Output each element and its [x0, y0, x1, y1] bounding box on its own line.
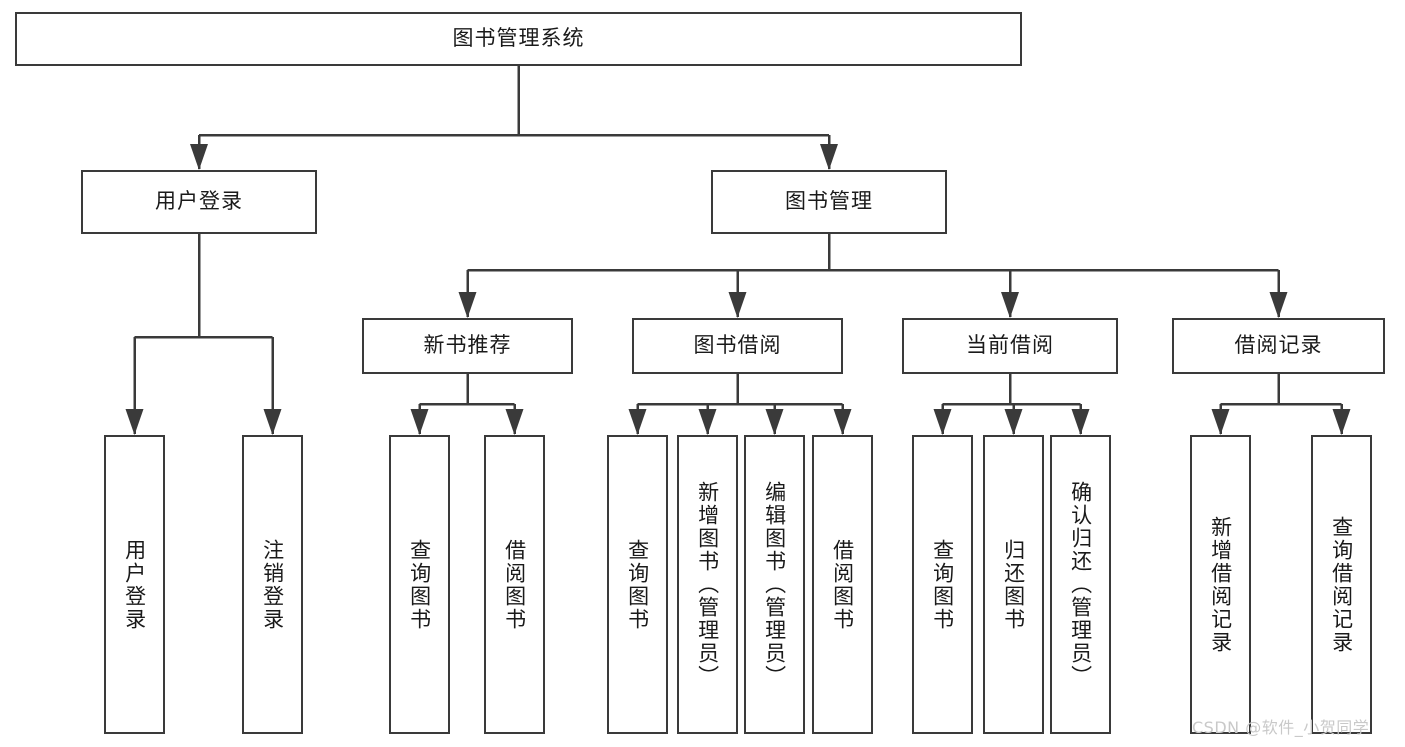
node-label: 用户登录	[122, 538, 147, 631]
node-label: 借阅图书	[830, 538, 855, 631]
node-label: 借阅图书	[502, 538, 527, 631]
node-label: 确认归还（管理员）	[1068, 481, 1093, 688]
node-leaf13[interactable]: 查询借阅记录	[1311, 435, 1372, 734]
node-borrow[interactable]: 图书借阅	[632, 318, 843, 374]
node-current[interactable]: 当前借阅	[902, 318, 1118, 374]
arrowhead-icon	[833, 409, 852, 435]
node-leaf4[interactable]: 借阅图书	[484, 435, 545, 734]
arrowhead-icon	[820, 144, 838, 170]
node-leaf6[interactable]: 新增图书（管理员）	[677, 435, 738, 734]
node-label: 查询图书	[625, 538, 650, 631]
node-label: 注销登录	[260, 538, 285, 631]
arrowhead-icon	[628, 409, 647, 435]
arrowhead-icon	[1269, 292, 1288, 318]
arrowhead-icon	[765, 409, 784, 435]
node-leaf7[interactable]: 编辑图书（管理员）	[744, 435, 805, 734]
arrowhead-icon	[1071, 409, 1090, 435]
arrowhead-icon	[698, 409, 717, 435]
node-label: 图书借阅	[693, 333, 782, 358]
node-label: 查询图书	[407, 538, 432, 631]
node-label: 新增借阅记录	[1208, 515, 1233, 654]
node-login[interactable]: 用户登录	[81, 170, 317, 234]
node-label: 图书管理系统	[452, 26, 585, 51]
node-label: 新增图书（管理员）	[695, 481, 720, 688]
node-newbook[interactable]: 新书推荐	[362, 318, 573, 374]
arrowhead-icon	[933, 409, 952, 435]
arrowhead-icon	[190, 144, 208, 170]
arrowhead-icon	[458, 292, 477, 318]
node-label: 编辑图书（管理员）	[762, 481, 787, 688]
node-label: 查询图书	[930, 538, 955, 631]
arrowhead-icon	[410, 409, 429, 435]
node-root[interactable]: 图书管理系统	[15, 12, 1022, 66]
node-label: 用户登录	[155, 189, 243, 214]
arrowhead-icon	[1332, 409, 1351, 435]
node-label: 图书管理	[785, 189, 873, 214]
node-leaf12[interactable]: 新增借阅记录	[1190, 435, 1251, 734]
node-leaf8[interactable]: 借阅图书	[812, 435, 873, 734]
node-label: 借阅记录	[1234, 333, 1323, 358]
node-bookmgmt[interactable]: 图书管理	[711, 170, 947, 234]
arrowhead-icon	[1211, 409, 1230, 435]
watermark: CSDN @软件_小贺同学	[1192, 718, 1370, 737]
node-record[interactable]: 借阅记录	[1172, 318, 1385, 374]
node-leaf9[interactable]: 查询图书	[912, 435, 973, 734]
node-leaf3[interactable]: 查询图书	[389, 435, 450, 734]
arrowhead-icon	[125, 409, 144, 435]
node-leaf1[interactable]: 用户登录	[104, 435, 165, 734]
node-label: 新书推荐	[423, 333, 512, 358]
arrowhead-icon	[263, 409, 282, 435]
node-leaf11[interactable]: 确认归还（管理员）	[1050, 435, 1111, 734]
node-leaf10[interactable]: 归还图书	[983, 435, 1044, 734]
arrowhead-icon	[1004, 409, 1023, 435]
node-label: 归还图书	[1001, 538, 1026, 631]
arrowhead-icon	[1001, 292, 1019, 318]
node-leaf5[interactable]: 查询图书	[607, 435, 668, 734]
node-label: 当前借阅	[966, 333, 1054, 358]
arrowhead-icon	[728, 292, 747, 318]
node-leaf2[interactable]: 注销登录	[242, 435, 303, 734]
node-label: 查询借阅记录	[1329, 515, 1354, 654]
arrowhead-icon	[505, 409, 524, 435]
